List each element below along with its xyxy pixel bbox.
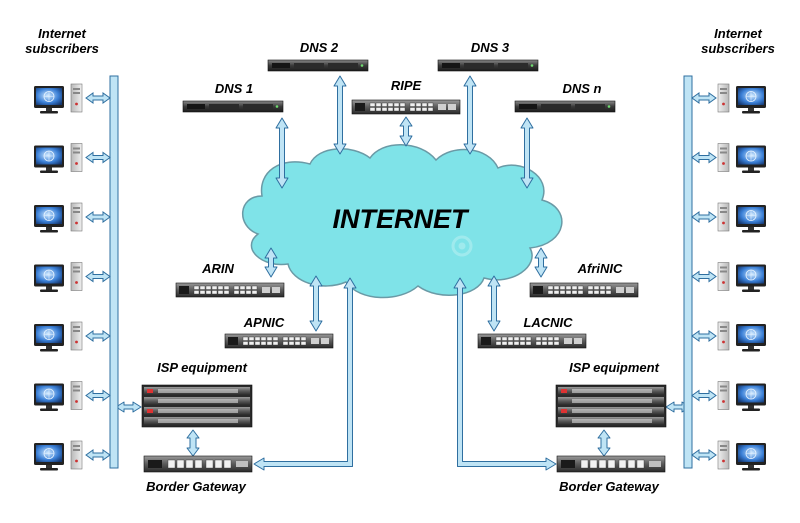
dnsn-link-arrow	[520, 117, 534, 189]
subscriber-link-arrow	[85, 151, 111, 164]
subscriber-computer-icon	[33, 321, 83, 352]
subscriber-link-arrow	[691, 211, 717, 223]
dns2-label: DNS 2	[300, 40, 339, 55]
left-isp-gateway-arrow	[186, 429, 200, 457]
subscriber-link-arrow	[85, 389, 111, 402]
afrinic-link-arrow	[534, 247, 548, 278]
right-border-gateway-label: Border Gateway	[559, 479, 659, 494]
left-border-gateway-icon	[143, 455, 253, 473]
right-subscribers-label-line1: Internet	[714, 26, 762, 41]
subscriber-computer-icon	[717, 440, 767, 471]
subscriber-link-arrow	[85, 92, 111, 104]
dns2-link-arrow	[333, 75, 347, 155]
dnsn-server-icon	[514, 100, 616, 113]
lacnic-switch-icon	[477, 333, 587, 349]
subscriber-computer-icon	[33, 440, 83, 471]
subscriber-link-arrow	[85, 449, 111, 461]
arin-label: ARIN	[201, 261, 234, 276]
subscriber-link-arrow	[691, 92, 717, 104]
right-isp-label: ISP equipment	[569, 360, 659, 375]
ripe-label: RIPE	[391, 78, 422, 93]
ripe-switch-icon	[351, 99, 461, 115]
subscriber-link-arrow	[691, 151, 717, 164]
subscriber-link-arrow	[85, 330, 111, 342]
subscriber-link-arrow	[85, 270, 111, 283]
dns1-server-icon	[182, 100, 284, 113]
subscriber-link-arrow	[691, 449, 717, 461]
subscriber-computer-icon	[33, 143, 83, 174]
subscriber-link-arrow	[85, 211, 111, 223]
ripe-link-arrow	[399, 116, 413, 147]
left-isp-equipment-icon	[141, 384, 253, 428]
right-subscribers-label-line2: subscribers	[701, 41, 775, 56]
arin-switch-icon	[175, 282, 285, 298]
apnic-switch-icon	[224, 333, 334, 349]
left-gateway-uplink-arrow	[253, 277, 357, 471]
subscriber-computer-icon	[33, 83, 83, 114]
left-subscribers-label-line1: Internet	[38, 26, 86, 41]
arin-link-arrow	[264, 247, 278, 278]
left-isp-label: ISP equipment	[157, 360, 247, 375]
subscriber-computer-icon	[717, 143, 767, 174]
left-subscribers-label-line2: subscribers	[25, 41, 99, 56]
right-subscriber-bus	[683, 75, 693, 469]
subscriber-link-arrow	[691, 389, 717, 402]
apnic-label: APNIC	[243, 315, 285, 330]
subscriber-computer-icon	[717, 83, 767, 114]
subscriber-computer-icon	[717, 202, 767, 233]
left-subscriber-bus	[109, 75, 119, 469]
dnsn-label: DNS n	[563, 81, 602, 96]
subscriber-link-arrow	[691, 330, 717, 342]
afrinic-label: AfriNIC	[577, 261, 623, 276]
dns1-link-arrow	[275, 117, 289, 189]
dns1-label: DNS 1	[215, 81, 253, 96]
apnic-link-arrow	[309, 275, 323, 332]
internet-label: INTERNET	[333, 204, 471, 234]
left-bus-isp-arrow	[115, 401, 142, 413]
right-isp-gateway-arrow	[597, 429, 611, 457]
subscriber-computer-icon	[33, 262, 83, 293]
right-subscribers-group	[691, 83, 767, 471]
dns3-label: DNS 3	[471, 40, 510, 55]
subscriber-computer-icon	[717, 381, 767, 412]
subscriber-computer-icon	[33, 381, 83, 412]
right-border-gateway-icon	[556, 455, 666, 473]
right-isp-equipment-icon	[555, 384, 667, 428]
lacnic-label: LACNIC	[523, 315, 573, 330]
left-subscribers-group	[33, 83, 111, 471]
afrinic-switch-icon	[529, 282, 639, 298]
lacnic-link-arrow	[487, 275, 501, 332]
dns2-server-icon	[267, 59, 369, 72]
subscriber-computer-icon	[33, 202, 83, 233]
subscriber-computer-icon	[717, 321, 767, 352]
subscriber-link-arrow	[691, 270, 717, 283]
dns3-server-icon	[437, 59, 539, 72]
right-gateway-uplink-arrow	[453, 277, 557, 471]
subscriber-computer-icon	[717, 262, 767, 293]
internet-cloud-icon	[241, 144, 563, 299]
left-border-gateway-label: Border Gateway	[146, 479, 246, 494]
swirl-icon	[451, 235, 473, 257]
dns3-link-arrow	[463, 75, 477, 155]
connection-arrows	[115, 75, 691, 471]
